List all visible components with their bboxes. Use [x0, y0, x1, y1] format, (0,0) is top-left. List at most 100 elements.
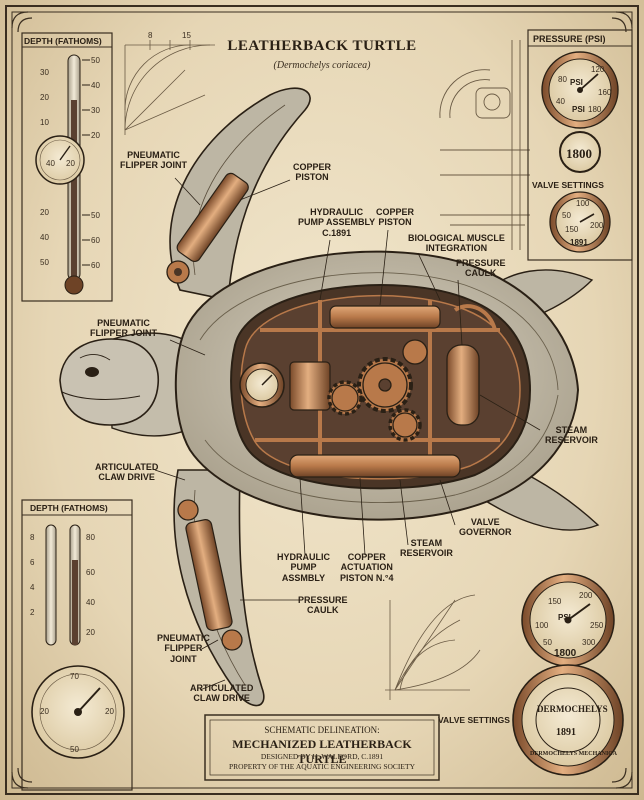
svg-text:6: 6: [30, 558, 35, 567]
label-articulated-claw-bottom: ARTICULATED CLAW DRIVE: [190, 683, 254, 704]
svg-text:200: 200: [579, 591, 593, 600]
svg-text:50: 50: [91, 56, 100, 65]
label-hydraulic-pump-bottom: HYDRAULIC PUMP ASSMBLY: [277, 552, 330, 583]
svg-text:50: 50: [91, 211, 100, 220]
cartouche-line-3: DESIGNED BY H. WALFORD, C.1891: [260, 752, 384, 761]
protractor-tick-15: 15: [182, 31, 191, 40]
svg-text:20: 20: [40, 208, 49, 217]
svg-text:50: 50: [40, 258, 49, 267]
label-valve-governor: VALVE GOVERNOR: [459, 517, 512, 538]
valve-settings-top-title: VALVE SETTINGS: [532, 180, 604, 190]
svg-text:30: 30: [40, 68, 49, 77]
psi-gauge-bottom: 150 200 250 100 50 300: [521, 573, 615, 667]
svg-text:180: 180: [588, 105, 602, 114]
svg-text:60: 60: [86, 568, 95, 577]
cartouche-line-2: MECHANIZED LEATHERBACK TURTLE: [232, 737, 412, 766]
svg-text:40: 40: [40, 233, 49, 242]
svg-text:120: 120: [591, 65, 605, 74]
curve-sketch: [385, 594, 481, 700]
svg-text:40: 40: [46, 159, 55, 168]
label-articulated-claw-top: ARTICULATED CLAW DRIVE: [95, 462, 159, 483]
label-pneumatic-flipper-joint-bottom: PNEUMATIC FLIPPER JOINT: [157, 633, 210, 664]
protractor-sketch: [124, 40, 215, 135]
steam-reservoir-tank: [446, 344, 480, 426]
svg-text:20: 20: [86, 628, 95, 637]
depth-panel-top-title: DEPTH (FATHOMS): [24, 36, 102, 46]
cartouche-line-1: SCHEMATIC DELINEATION:: [264, 725, 380, 735]
leader-lines: [154, 177, 541, 691]
label-biological-muscle: BIOLOGICAL MUSCLE INTEGRATION: [408, 233, 505, 254]
pressure-counter-top: 1800: [566, 146, 592, 161]
corner-ornaments: [11, 11, 633, 789]
svg-text:70: 70: [70, 672, 79, 681]
page-subtitle: (Dermochelys coriacea): [273, 60, 371, 71]
gear-train: [327, 339, 428, 442]
svg-text:60: 60: [91, 236, 100, 245]
svg-text:100: 100: [535, 621, 549, 630]
svg-text:10: 10: [40, 118, 49, 127]
svg-text:50: 50: [562, 211, 571, 220]
svg-text:80: 80: [86, 533, 95, 542]
svg-text:300: 300: [582, 638, 596, 647]
label-hydraulic-pump-top: HYDRAULIC PUMP ASSEMBLY C.1891: [298, 207, 376, 238]
svg-text:20: 20: [66, 159, 75, 168]
svg-text:200: 200: [590, 221, 604, 230]
label-copper-piston-center: COPPER PISTON: [376, 207, 415, 228]
medallion-title: DERMOCHELYS: [537, 704, 608, 714]
svg-text:20: 20: [40, 93, 49, 102]
cavity-pressure-gauge: [239, 362, 285, 408]
svg-text:40: 40: [86, 598, 95, 607]
inner-border: [11, 11, 633, 789]
svg-text:40: 40: [556, 97, 565, 106]
cartouche-line-4: PROPERTY OF THE AQUATIC ENGINEERING SOCI…: [228, 762, 415, 771]
outer-border: [5, 5, 639, 795]
svg-text:250: 250: [590, 621, 604, 630]
hydraulic-pump-cylinder: [289, 361, 331, 411]
svg-text:150: 150: [548, 597, 562, 606]
valve-year-top: 1891: [570, 238, 588, 247]
depth-panel-bottom: 8 6 4 2 80 60 40 20 20 20 70 50: [21, 499, 133, 791]
svg-text:150: 150: [565, 225, 579, 234]
svg-text:20: 20: [91, 131, 100, 140]
protractor-tick-8: 8: [148, 31, 153, 40]
title-cartouche-frame: [204, 714, 440, 781]
svg-text:50: 50: [70, 745, 79, 754]
copper-piston-center: [329, 305, 441, 329]
flipper-piston-bottom: [177, 499, 243, 651]
valve-sketch: [439, 40, 530, 250]
svg-text:160: 160: [598, 88, 612, 97]
svg-text:2: 2: [30, 608, 35, 617]
pressure-panel: 80 120 160 180 40 50 100 200 150: [527, 29, 633, 261]
label-pressure-caulk-bottom: PRESSURE CAULK: [298, 595, 348, 616]
medallion-year: 1891: [556, 727, 576, 738]
label-copper-actuation: COPPER ACTUATION PISTON N.°4: [340, 552, 394, 583]
label-steam-reservoir-bottom: STEAM RESERVOIR: [400, 538, 453, 559]
pressure-psi-label-top: PSI: [570, 78, 583, 87]
svg-text:8: 8: [30, 533, 35, 542]
pressure-psi-label-low: PSI: [572, 105, 585, 114]
label-pneumatic-flipper-joint-left: PNEUMATIC FLIPPER JOINT: [90, 318, 158, 339]
flipper-piston-top: [166, 172, 249, 284]
medallion-subtitle: DERMOCHELYS MECHANICA: [530, 751, 618, 757]
turtle-head: [59, 338, 160, 426]
psi-gauge-bottom-counter: 1800: [554, 648, 577, 659]
label-pneumatic-flipper-joint-top: PNEUMATIC FLIPPER JOINT: [120, 150, 188, 171]
svg-text:40: 40: [91, 81, 100, 90]
psi-gauge-bottom-label: PSI: [558, 613, 571, 622]
svg-text:100: 100: [576, 199, 590, 208]
svg-text:60: 60: [91, 261, 100, 270]
label-pressure-caulk-top: PRESSURE CAULK: [456, 258, 506, 279]
svg-text:20: 20: [105, 707, 114, 716]
svg-text:50: 50: [543, 638, 552, 647]
copper-actuation-piston: [289, 454, 461, 478]
label-copper-piston-top: COPPER PISTON: [293, 162, 332, 183]
svg-text:80: 80: [558, 75, 567, 84]
turtle-eye: [85, 367, 99, 377]
page-title: LEATHERBACK TURTLE: [227, 38, 417, 54]
svg-text:4: 4: [30, 583, 35, 592]
label-steam-reservoir-right: STEAM RESERVOIR: [545, 425, 598, 446]
svg-text:20: 20: [40, 707, 49, 716]
